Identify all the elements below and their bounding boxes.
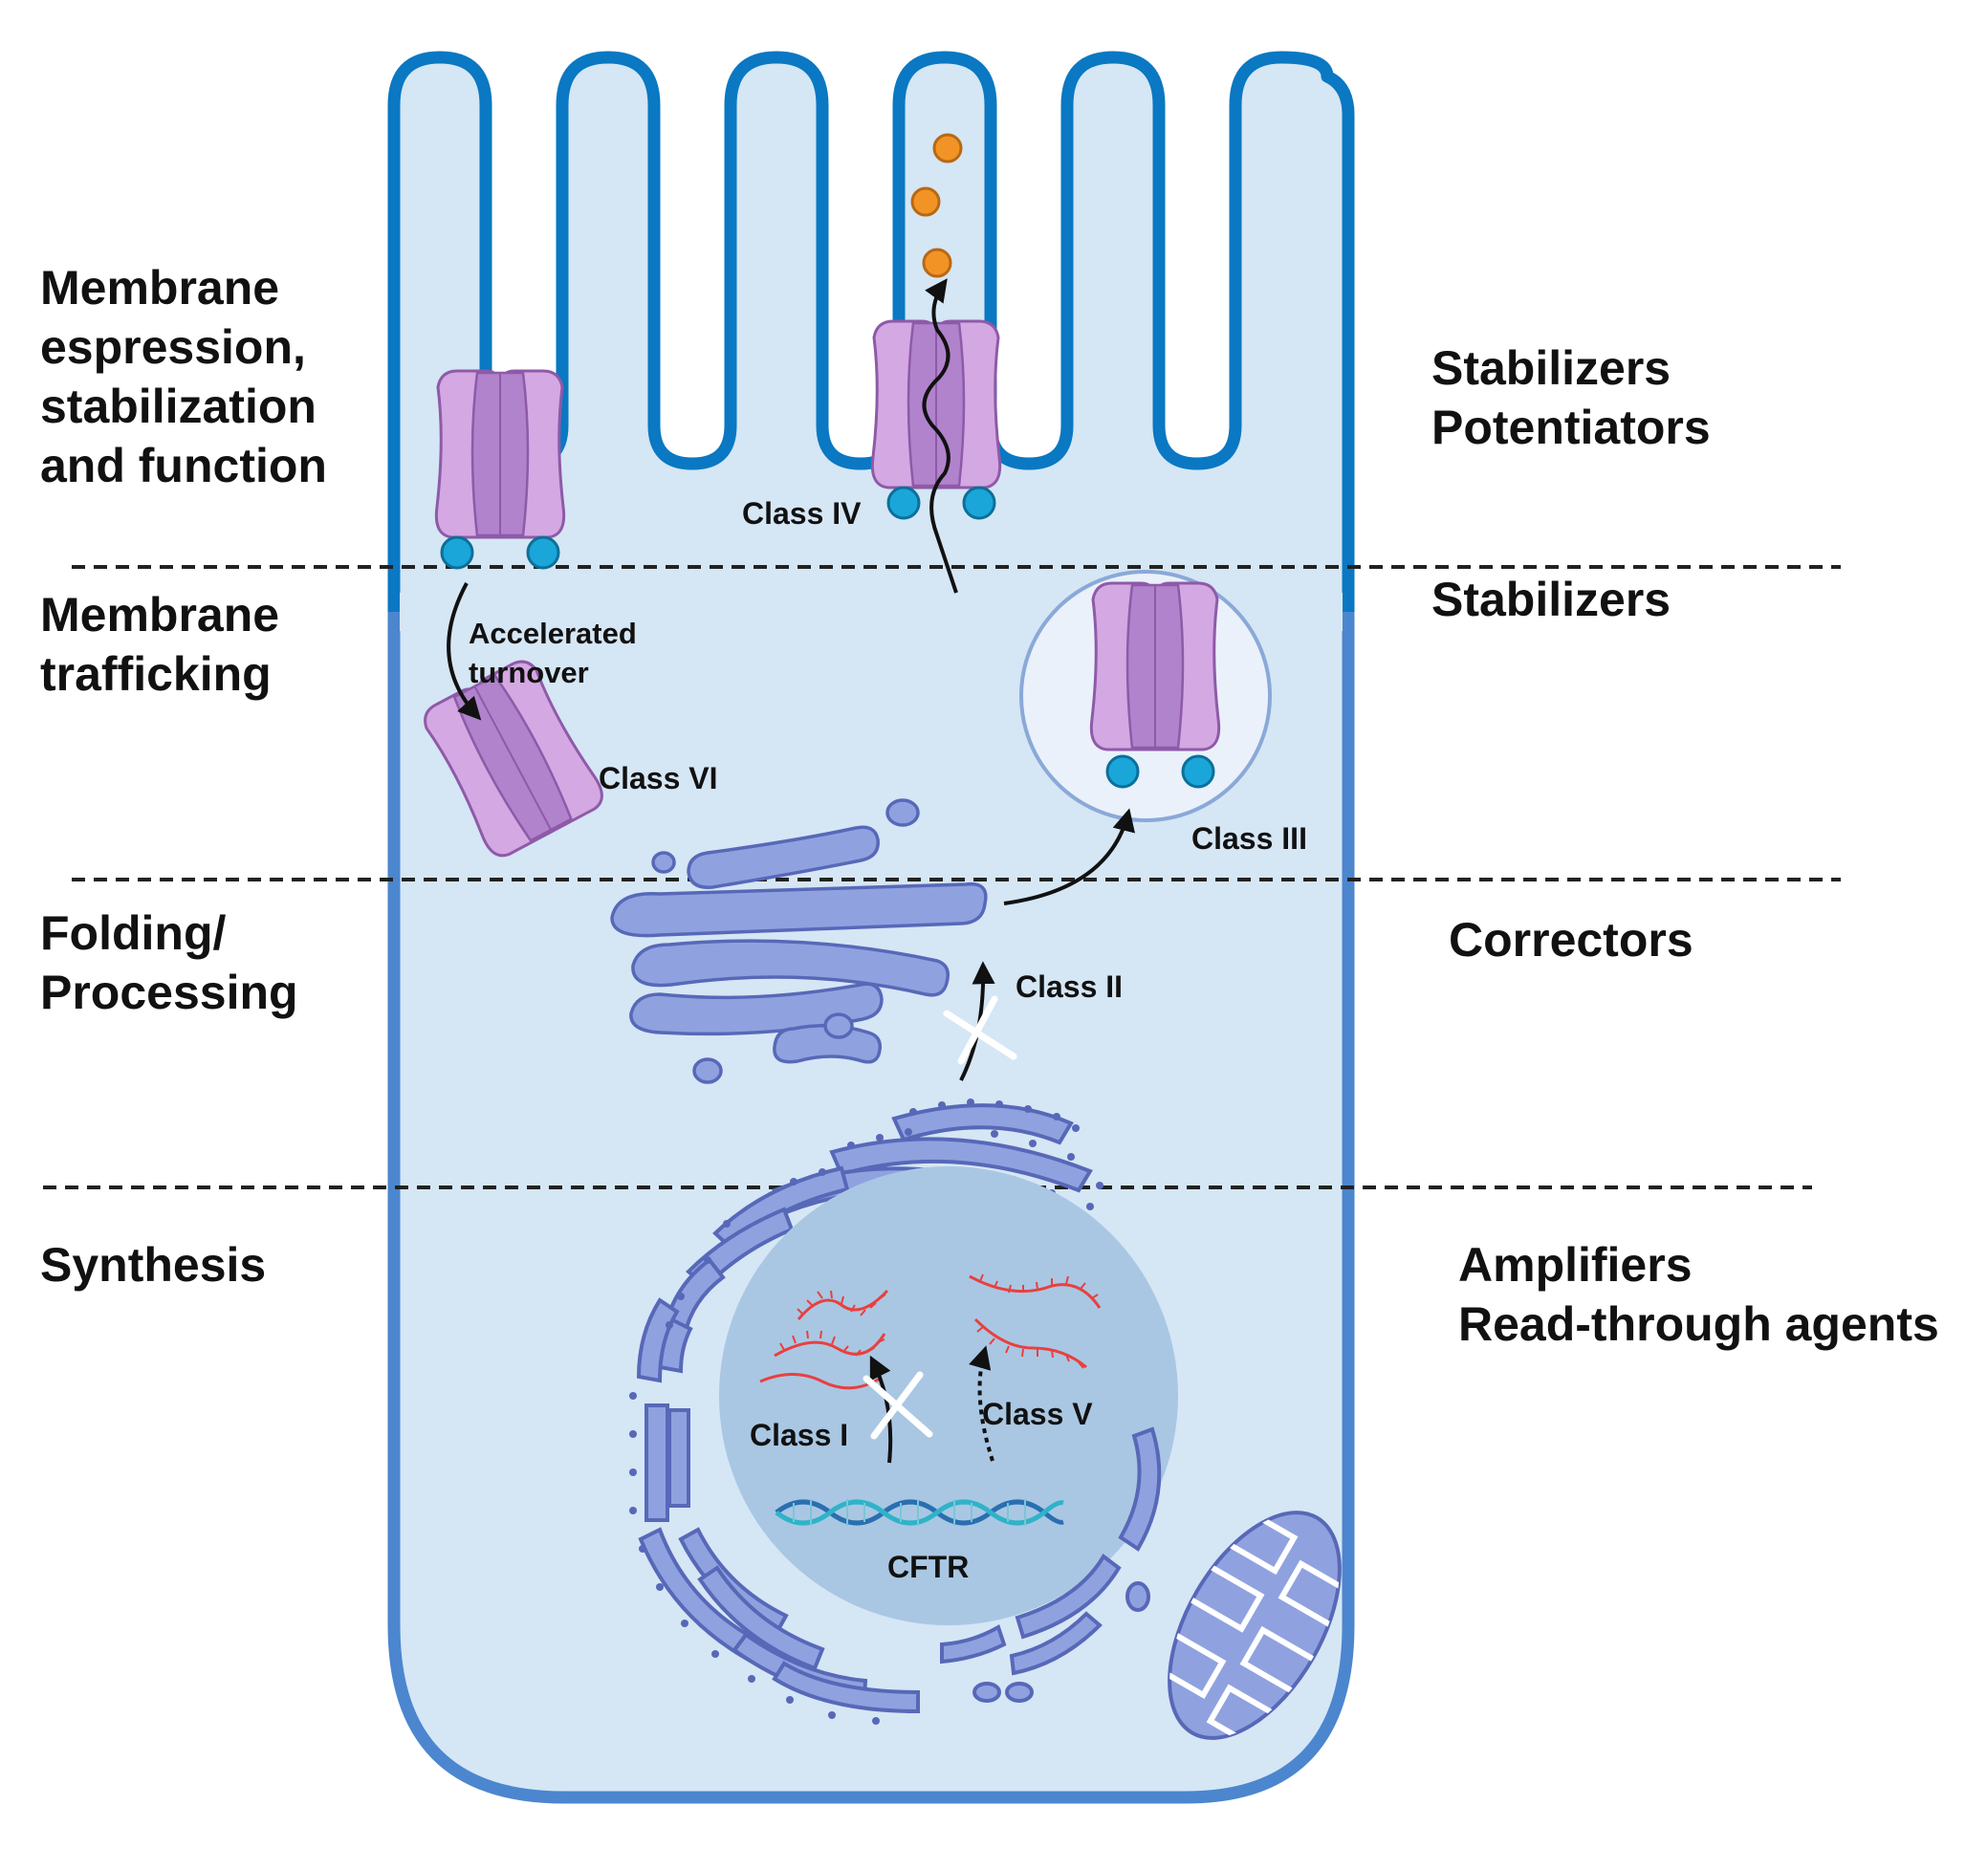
left-label-line: Folding/ bbox=[40, 906, 226, 960]
left-label-synthesis: Synthesis bbox=[40, 1238, 266, 1292]
right-label-top: Stabilizers Potentiators bbox=[1431, 341, 1711, 454]
left-label-membrane-function: Membrane espression, stabilization and f… bbox=[40, 261, 327, 492]
left-label-line: Membrane bbox=[40, 588, 279, 642]
right-label-line: Stabilizers bbox=[1431, 341, 1671, 395]
cftr-channel-class-iv bbox=[870, 319, 1002, 520]
mitochondrion-icon bbox=[1151, 1506, 1353, 1752]
right-label-line: Stabilizers bbox=[1431, 573, 1671, 626]
mrna-strand-icon bbox=[759, 1274, 1102, 1390]
blocked-x-icon-class-i bbox=[863, 1371, 933, 1440]
left-label-line: stabilization bbox=[40, 380, 317, 433]
left-label-trafficking: Membrane trafficking bbox=[40, 588, 279, 701]
left-label-line: trafficking bbox=[40, 647, 272, 701]
mrna-ticks bbox=[779, 1273, 1099, 1369]
right-label-line: Potentiators bbox=[1431, 401, 1711, 454]
er-ribosomes bbox=[629, 1099, 1103, 1725]
right-label-line: Amplifiers bbox=[1458, 1238, 1693, 1292]
right-label-folding: Correctors bbox=[1449, 913, 1693, 967]
class-ii-label: Class II bbox=[1016, 969, 1123, 1004]
class-i-label: Class I bbox=[750, 1418, 848, 1452]
left-label-line: Membrane bbox=[40, 261, 279, 315]
chloride-ion-icon bbox=[910, 133, 963, 278]
left-label-line: espression, bbox=[40, 320, 306, 374]
left-label-line: Processing bbox=[40, 966, 298, 1019]
right-label-synthesis: Amplifiers Read-through agents bbox=[1458, 1238, 1939, 1351]
golgi-icon bbox=[610, 798, 988, 1084]
cftr-channel-membrane bbox=[434, 369, 566, 570]
dna-helix-icon bbox=[775, 1499, 1064, 1526]
class-v-arrow bbox=[969, 1345, 994, 1462]
cftr-channel-class-iii bbox=[1089, 581, 1221, 789]
class-iii-label: Class III bbox=[1191, 821, 1307, 856]
class-vi-label: Class VI bbox=[599, 761, 718, 795]
left-label-line: and function bbox=[40, 439, 327, 492]
class-iv-label: Class IV bbox=[742, 496, 862, 531]
right-label-line: Read-through agents bbox=[1458, 1297, 1939, 1351]
turnover-label-line: turnover bbox=[469, 656, 589, 689]
class-iv-conductance-arrow bbox=[922, 278, 958, 594]
class-i-arrow bbox=[869, 1355, 893, 1464]
blocked-x-icon bbox=[943, 995, 1017, 1065]
golgi-to-vesicle-arrow bbox=[1003, 808, 1135, 905]
cftr-gene-label: CFTR bbox=[887, 1550, 969, 1584]
left-label-line: Synthesis bbox=[40, 1238, 266, 1292]
class-v-label: Class V bbox=[982, 1397, 1093, 1431]
turnover-arrow bbox=[447, 582, 482, 721]
left-label-folding: Folding/ Processing bbox=[40, 906, 298, 1019]
endoplasmic-reticulum-icon bbox=[636, 1103, 1093, 1714]
right-label-line: Correctors bbox=[1449, 913, 1693, 967]
right-label-trafficking: Stabilizers bbox=[1431, 573, 1671, 626]
er-fragments-right bbox=[940, 1426, 1162, 1703]
turnover-label-line: Accelerated bbox=[469, 617, 637, 650]
